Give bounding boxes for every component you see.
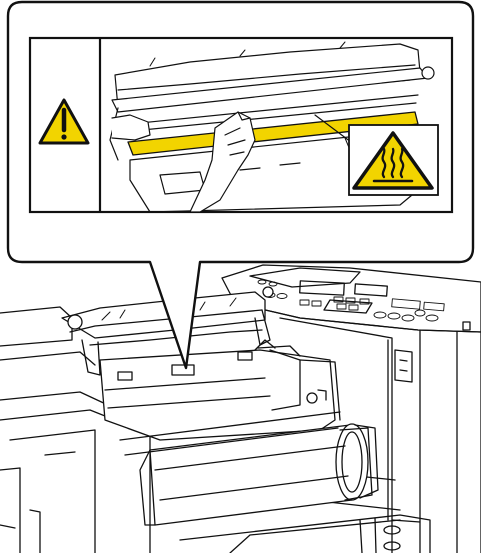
drum-housing <box>99 339 341 441</box>
machine-drawing <box>0 264 481 553</box>
highlighted-cleaning-area <box>127 111 419 156</box>
machine-body <box>234 302 481 553</box>
hot-surface-icon <box>348 124 439 196</box>
open-cover <box>61 286 274 376</box>
callout-bubble <box>6 0 475 370</box>
cleaning-detail-drawing <box>109 41 435 213</box>
drum-roller <box>119 411 379 526</box>
lower-tray <box>179 514 431 553</box>
left-feeder <box>0 306 151 553</box>
warning-triangle-icon <box>38 98 90 145</box>
